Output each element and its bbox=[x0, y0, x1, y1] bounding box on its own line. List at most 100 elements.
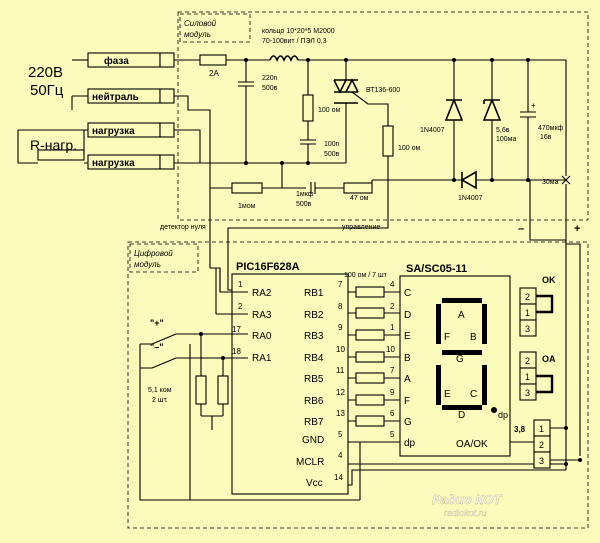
display-pin-num-5: 5 bbox=[390, 430, 395, 439]
mcu-pin-mclr: MCLR bbox=[296, 457, 324, 468]
segment-a-label: A bbox=[458, 310, 465, 321]
resistor-47 bbox=[343, 182, 373, 194]
display-pin-b: B bbox=[404, 353, 411, 364]
triac-symbol bbox=[333, 78, 359, 104]
seven-segment-digit bbox=[436, 298, 497, 413]
watermark-url: radiokot.ru bbox=[444, 508, 487, 518]
display-pin-num-4: 4 bbox=[390, 280, 395, 289]
mcu-pin-num-18: 18 bbox=[232, 347, 241, 356]
pullup-resistor-2 bbox=[217, 375, 229, 405]
mcu-pin-num-9: 9 bbox=[338, 323, 343, 332]
button-common bbox=[139, 343, 190, 501]
power-module-border bbox=[177, 11, 589, 221]
segment-d bbox=[442, 405, 482, 410]
digital-module-border bbox=[127, 241, 589, 529]
display-pin-d: D bbox=[404, 310, 411, 321]
current-cross bbox=[561, 175, 571, 185]
junction bbox=[221, 356, 225, 360]
terminal-neutral-label: нейтраль bbox=[92, 92, 139, 103]
button-minus-label: "–" bbox=[150, 342, 164, 352]
jumper-ok-pin-label: 3 bbox=[525, 324, 530, 334]
jumper-ok-bridge bbox=[536, 294, 554, 314]
junction bbox=[344, 58, 348, 62]
button-minus-contact bbox=[151, 357, 248, 369]
mcu-pin-rb6: RB6 bbox=[304, 396, 324, 407]
digital-module-title: Цифровой bbox=[134, 249, 173, 258]
mains-voltage: 220В bbox=[28, 64, 63, 81]
junction bbox=[564, 426, 568, 430]
diode2-label: 1N4007 bbox=[458, 195, 483, 202]
mcu-pin-num-4: 4 bbox=[338, 451, 343, 460]
pullup-resistor-1 bbox=[195, 375, 207, 405]
mcu-pin-num-11: 11 bbox=[336, 366, 345, 375]
power-module-title: Силовой bbox=[184, 19, 217, 28]
dropper-cap-label-2: 500в bbox=[296, 201, 312, 208]
digital-module-subtitle: модуль bbox=[134, 260, 161, 269]
mcu-pin-ra1: RA1 bbox=[252, 353, 272, 364]
zero-detect-line bbox=[209, 188, 232, 293]
mcu-pin-num-7: 7 bbox=[338, 280, 343, 289]
junction bbox=[490, 58, 494, 62]
dropper-cap-label-1: 1мкф bbox=[296, 191, 314, 198]
resistor-1mohm bbox=[231, 182, 263, 194]
zener-symbol bbox=[482, 97, 502, 121]
button-plus[interactable] bbox=[151, 333, 248, 345]
mcu-pin-rb1: RB1 bbox=[304, 288, 324, 299]
junction bbox=[280, 161, 284, 165]
snubber-network bbox=[300, 60, 316, 163]
triac-gate bbox=[351, 91, 389, 126]
mcu-pin-num-13: 13 bbox=[336, 409, 345, 418]
choke-coil bbox=[269, 55, 299, 62]
display-pin-num-6: 6 bbox=[390, 409, 395, 418]
segment-a bbox=[442, 298, 482, 303]
display-pin-c: C bbox=[404, 288, 411, 299]
mcu-pin-rb2: RB2 bbox=[304, 310, 324, 321]
jumper-oa-label: OA bbox=[542, 354, 556, 364]
terminal-load-1-label: нагрузка bbox=[92, 126, 135, 137]
mcu-pin-num-1: 1 bbox=[238, 280, 243, 289]
seg-resistor bbox=[355, 415, 385, 427]
display-pin-num-10: 10 bbox=[386, 345, 395, 354]
jumper-ok[interactable]: 2 1 3 bbox=[519, 287, 554, 337]
pullup-label-2: 2 шт. bbox=[152, 397, 168, 404]
button-plus-contact bbox=[151, 333, 248, 345]
segment-b bbox=[482, 304, 487, 344]
diode2-symbol bbox=[460, 170, 477, 190]
mcu-pin-ra0: RA0 bbox=[252, 331, 272, 342]
load1-to-neutral bbox=[174, 129, 201, 163]
display-mode: OA/OK bbox=[456, 439, 488, 450]
gate-resistor bbox=[382, 125, 394, 157]
fuse bbox=[199, 54, 227, 66]
snubber-r-label: 100 ом bbox=[318, 107, 341, 114]
mcu-pin-num-17: 17 bbox=[232, 325, 241, 334]
segment-f bbox=[436, 304, 441, 344]
junction bbox=[452, 58, 456, 62]
segment-f-label: F bbox=[444, 332, 450, 343]
jumper-oa-bridge bbox=[536, 374, 554, 394]
button-minus[interactable] bbox=[151, 357, 248, 369]
jumper-ok-pin-label: 1 bbox=[525, 308, 530, 318]
jumper-oa-pin-label: 2 bbox=[525, 356, 530, 366]
display-pin-f: F bbox=[404, 396, 410, 407]
load-wires bbox=[17, 129, 88, 164]
junction bbox=[244, 58, 248, 62]
jumper-out[interactable]: 1 2 3 bbox=[533, 419, 551, 469]
zener-label-2: 100ма bbox=[496, 136, 516, 143]
mcu-pin-num-2: 2 bbox=[238, 302, 243, 311]
supply-cap-plus: + bbox=[531, 101, 536, 110]
dropper-chain bbox=[300, 180, 373, 194]
display-pin-num-2: 2 bbox=[390, 302, 395, 311]
choke-label-2: 70-100вит / ПЭЛ 0,3 bbox=[262, 38, 327, 45]
vcc-rail bbox=[565, 60, 581, 456]
jumper-oa[interactable]: 2 1 3 bbox=[519, 351, 554, 401]
jumper-ok-pin-label: 2 bbox=[525, 292, 530, 302]
zener-label-1: 5,6в bbox=[496, 127, 510, 134]
jumper-out-pin-label: 3 bbox=[539, 456, 544, 466]
mcu-pin-gnd: GND bbox=[302, 435, 324, 446]
supply-cap bbox=[520, 60, 536, 180]
power-module-title-box bbox=[179, 13, 251, 43]
segment-c-label: C bbox=[470, 389, 477, 400]
mcu-right-pins: RB1 7 RB2 8 RB3 9 RB4 10 RB5 11 RB6 12 R… bbox=[296, 280, 345, 489]
junction bbox=[306, 58, 310, 62]
